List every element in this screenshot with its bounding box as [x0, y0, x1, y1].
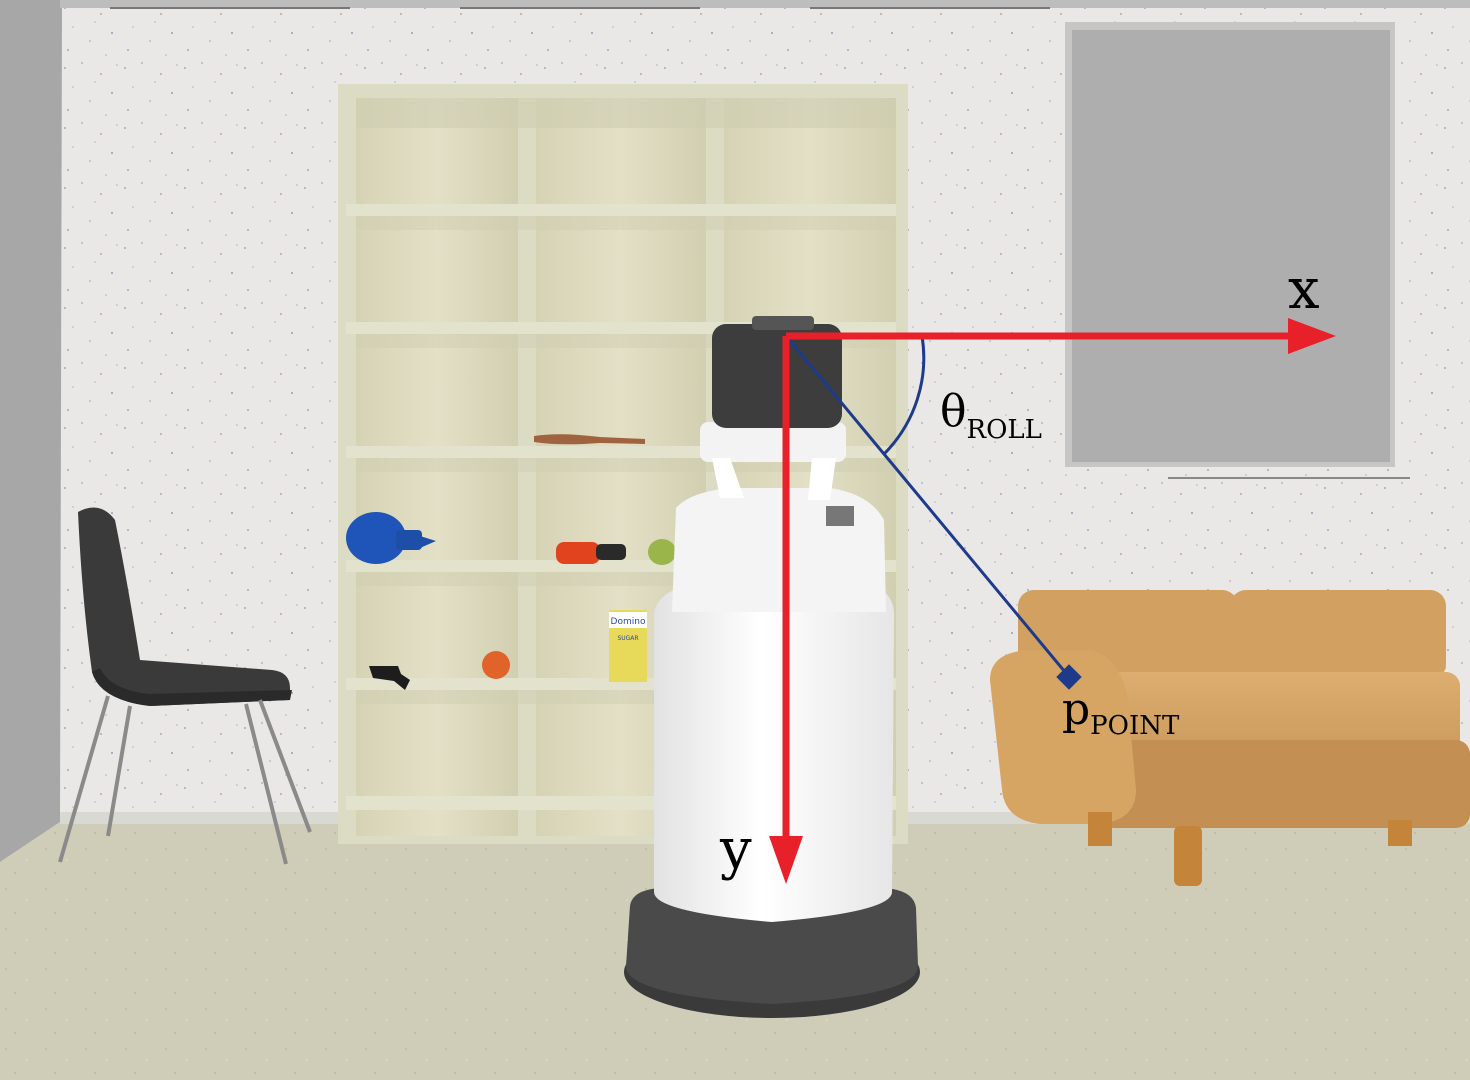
- blue-pitcher: [346, 512, 436, 564]
- roll-angle-arc: [882, 335, 926, 456]
- y-axis-arrowhead: [769, 836, 803, 884]
- wall-window: [1072, 30, 1390, 462]
- svg-text:Domino: Domino: [611, 617, 646, 627]
- y-axis-label: y: [719, 817, 752, 882]
- baseball-bat: [534, 434, 645, 445]
- chair: [58, 507, 312, 865]
- sugar-box: Domino SUGAR: [609, 610, 647, 682]
- theta-roll-label: θROLL: [940, 386, 1042, 445]
- sofa: [990, 590, 1470, 886]
- robot: [624, 316, 920, 1018]
- pointing-ray: [784, 335, 1072, 679]
- orange-ball: [482, 651, 510, 679]
- bookshelf: [338, 84, 908, 844]
- power-drill: [556, 542, 626, 564]
- green-ball: [648, 539, 676, 565]
- black-scoop: [369, 666, 410, 690]
- ceiling-edge: [60, 0, 1470, 8]
- robot-head: [712, 324, 842, 428]
- x-axis-label: x: [1288, 257, 1320, 322]
- left-wall: [0, 0, 62, 862]
- svg-text:SUGAR: SUGAR: [617, 635, 638, 642]
- x-axis-arrowhead: [1288, 318, 1336, 354]
- p-point-label: pPOINT: [1062, 684, 1180, 741]
